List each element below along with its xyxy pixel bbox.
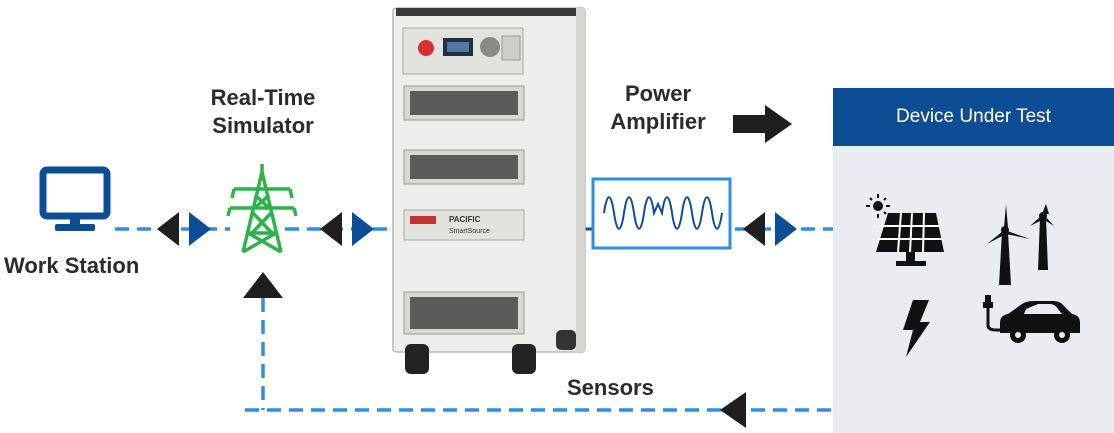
cabinet-product: SmartSource [449, 228, 490, 235]
waveform-box [591, 177, 732, 250]
bidirectional-arrow-2 [320, 212, 374, 246]
monitor-icon [39, 166, 111, 231]
dut-title: Device Under Test [896, 106, 1051, 127]
dut-header: Device Under Test [833, 88, 1114, 146]
workstation-label: Work Station [4, 253, 140, 278]
output-arrow [733, 105, 792, 143]
feedback-arrow-up [243, 272, 283, 298]
power-amplifier-cabinet: PACIFIC SmartSource [392, 7, 586, 374]
bidirectional-arrow-3 [743, 212, 797, 246]
wind-turbine-icon [987, 204, 1054, 285]
sensors-label: Sensors [567, 375, 654, 400]
lightning-icon [903, 300, 930, 357]
amplifier-label: Power Amplifier [610, 81, 706, 134]
bidirectional-arrow-1 [157, 212, 211, 246]
transmission-tower-icon [226, 164, 298, 254]
cabinet-brand: PACIFIC [449, 215, 481, 224]
electric-car-icon [983, 295, 1080, 343]
simulator-label: Real-Time Simulator [210, 85, 316, 138]
solar-panel-icon [866, 194, 944, 266]
feedback-arrow-left [720, 392, 746, 428]
